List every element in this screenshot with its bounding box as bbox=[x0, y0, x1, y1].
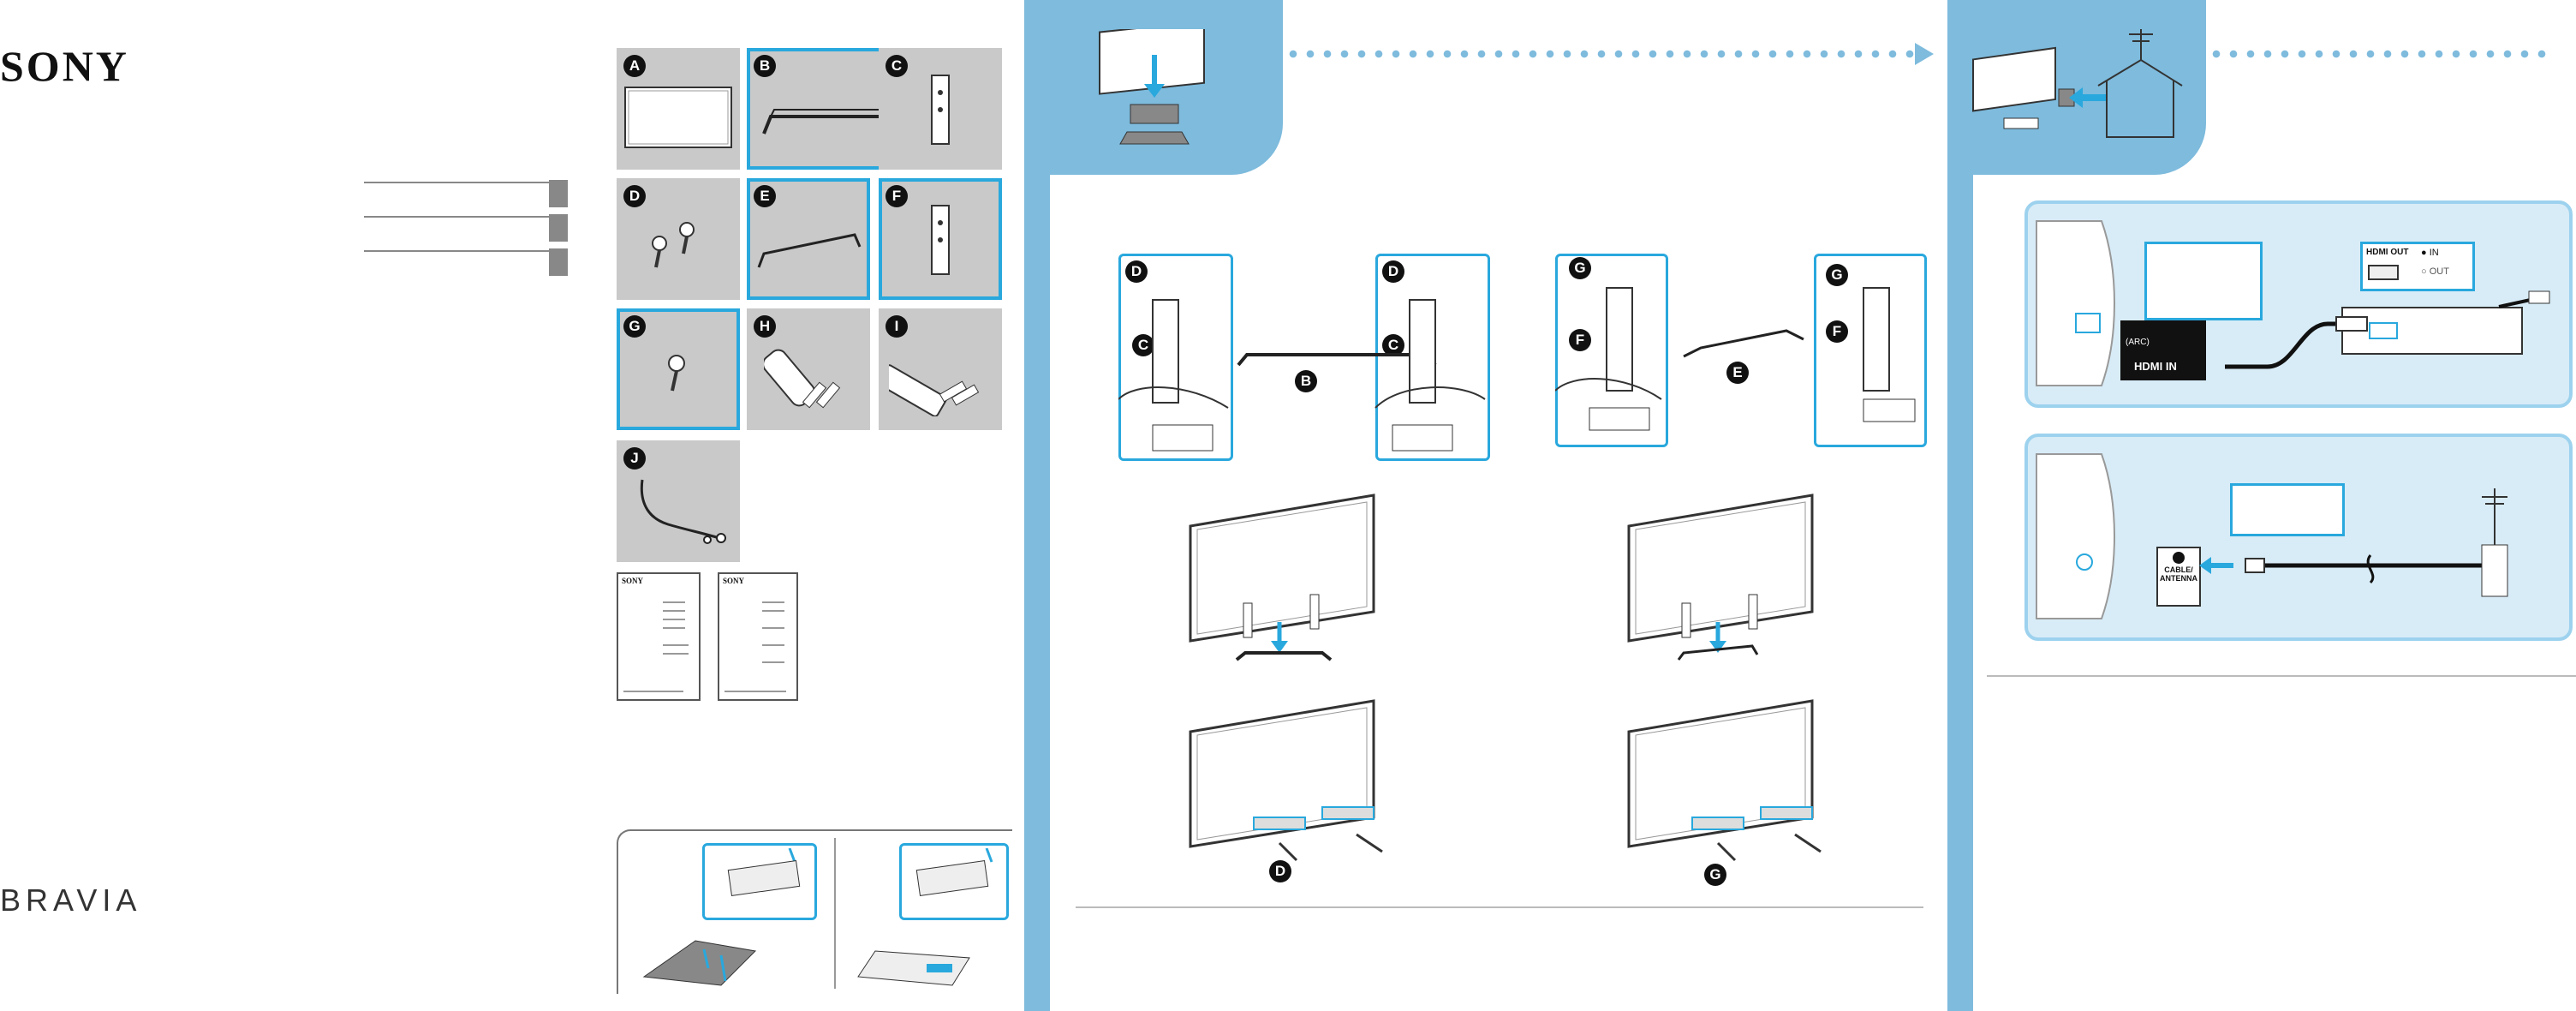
part-e: E bbox=[747, 178, 870, 300]
stand-v2-screw-diagram bbox=[1627, 699, 1822, 862]
stand-v2-assembly-diagram bbox=[1555, 287, 1916, 431]
arc-label: (ARC) bbox=[2126, 338, 2150, 347]
toc-line-2 bbox=[364, 216, 551, 218]
hdmi-cable-diagram bbox=[2225, 290, 2550, 369]
stand-v1-mount-diagram bbox=[1189, 494, 1375, 661]
hdmi-connection-box: (ARC) HDMI IN HDMI OUT ● IN ○ OUT bbox=[2024, 200, 2573, 408]
part-label-d: D bbox=[623, 185, 646, 207]
tv-back-icon-2 bbox=[2036, 453, 2115, 619]
doc-logo: SONY bbox=[622, 577, 644, 585]
label-d: D bbox=[1269, 860, 1291, 882]
cable-icon bbox=[640, 479, 726, 544]
tv-on-stand-icon bbox=[1099, 29, 1205, 145]
part-label-g: G bbox=[623, 315, 646, 338]
out-label: ○ OUT bbox=[2421, 266, 2449, 277]
step1-sidebar bbox=[1024, 175, 1050, 1011]
label-d: D bbox=[1382, 260, 1404, 283]
step1-progress-dots bbox=[1285, 50, 1915, 58]
screw-icon bbox=[668, 355, 685, 392]
part-i: I bbox=[879, 308, 1002, 430]
stand-v2-mount-diagram bbox=[1627, 494, 1814, 661]
coax-plug-callout bbox=[2230, 483, 2345, 536]
toc-tab-2[interactable] bbox=[549, 214, 568, 242]
part-label-f: F bbox=[886, 185, 908, 207]
label-g: G bbox=[1826, 264, 1848, 286]
part-label-i: I bbox=[886, 315, 908, 338]
reference-guide-thumbnail: SONY bbox=[617, 572, 701, 701]
cable-antenna-port: CABLE/ ANTENNA bbox=[2156, 547, 2201, 607]
step1-separator bbox=[1076, 906, 1923, 908]
label-c: C bbox=[1382, 334, 1404, 356]
bravia-logo: BRAVIA bbox=[0, 882, 142, 918]
hdmi-plug-callout bbox=[2144, 242, 2263, 320]
remote-i-icon bbox=[889, 364, 980, 416]
toc-line-3 bbox=[364, 250, 551, 252]
battery-insertion-panel bbox=[617, 829, 1012, 994]
label-g: G bbox=[1569, 257, 1591, 279]
part-label-h: H bbox=[754, 315, 776, 338]
toc-tab-3[interactable] bbox=[549, 248, 568, 276]
part-label-b: B bbox=[754, 55, 776, 77]
step2-sidebar bbox=[1947, 175, 1973, 1011]
remote-icon bbox=[764, 349, 841, 409]
label-g: G bbox=[1704, 864, 1726, 886]
sony-logo: SONY bbox=[0, 42, 129, 90]
toc-tab-1[interactable] bbox=[549, 180, 568, 207]
antenna-connection-box: CABLE/ ANTENNA bbox=[2024, 434, 2573, 641]
tv-antenna-icon bbox=[1972, 29, 2183, 138]
label-f: F bbox=[1569, 329, 1591, 351]
part-label-c: C bbox=[886, 55, 908, 77]
stand-bar-e-icon bbox=[757, 233, 862, 268]
part-j: J bbox=[617, 440, 740, 562]
bracket-icon bbox=[931, 75, 950, 145]
label-f: F bbox=[1826, 320, 1848, 343]
battery-diagram bbox=[642, 848, 993, 986]
part-label-e: E bbox=[754, 185, 776, 207]
hdmi-port-panel: (ARC) HDMI IN bbox=[2120, 320, 2206, 380]
setup-guide-thumbnail: SONY bbox=[718, 572, 798, 701]
part-f: F bbox=[879, 178, 1002, 300]
part-g: G bbox=[617, 308, 740, 430]
device-ports-callout: HDMI OUT ● IN ○ OUT bbox=[2360, 242, 2475, 291]
part-c: C bbox=[879, 48, 1002, 170]
step2-separator bbox=[1987, 675, 2576, 677]
tv-panel-icon bbox=[624, 87, 732, 148]
part-a: A bbox=[617, 48, 740, 170]
hdmi-in-label: HDMI IN bbox=[2134, 360, 2177, 373]
step2-progress-dots bbox=[2208, 50, 2550, 58]
part-d: D bbox=[617, 178, 740, 300]
antenna-cable-diagram bbox=[2199, 488, 2508, 597]
cable-antenna-label: CABLE/ ANTENNA bbox=[2160, 565, 2197, 583]
label-b: B bbox=[1295, 370, 1317, 392]
screws-icon bbox=[652, 222, 695, 268]
part-h: H bbox=[747, 308, 870, 430]
label-e: E bbox=[1726, 362, 1749, 384]
stand-v1-assembly-diagram bbox=[1118, 299, 1486, 452]
label-d: D bbox=[1125, 260, 1148, 283]
in-label: ● IN bbox=[2421, 248, 2439, 258]
bracket-f-icon bbox=[931, 205, 950, 275]
tv-back-icon bbox=[2036, 220, 2115, 386]
part-label-a: A bbox=[623, 55, 646, 77]
label-c: C bbox=[1132, 334, 1154, 356]
hdmi-out-label: HDMI OUT bbox=[2366, 248, 2409, 257]
part-label-j: J bbox=[623, 447, 646, 470]
doc-logo: SONY bbox=[723, 577, 745, 585]
step1-next-arrow bbox=[1915, 43, 1934, 65]
stand-v1-screw-diagram bbox=[1189, 699, 1383, 862]
toc-line-1 bbox=[364, 182, 551, 183]
